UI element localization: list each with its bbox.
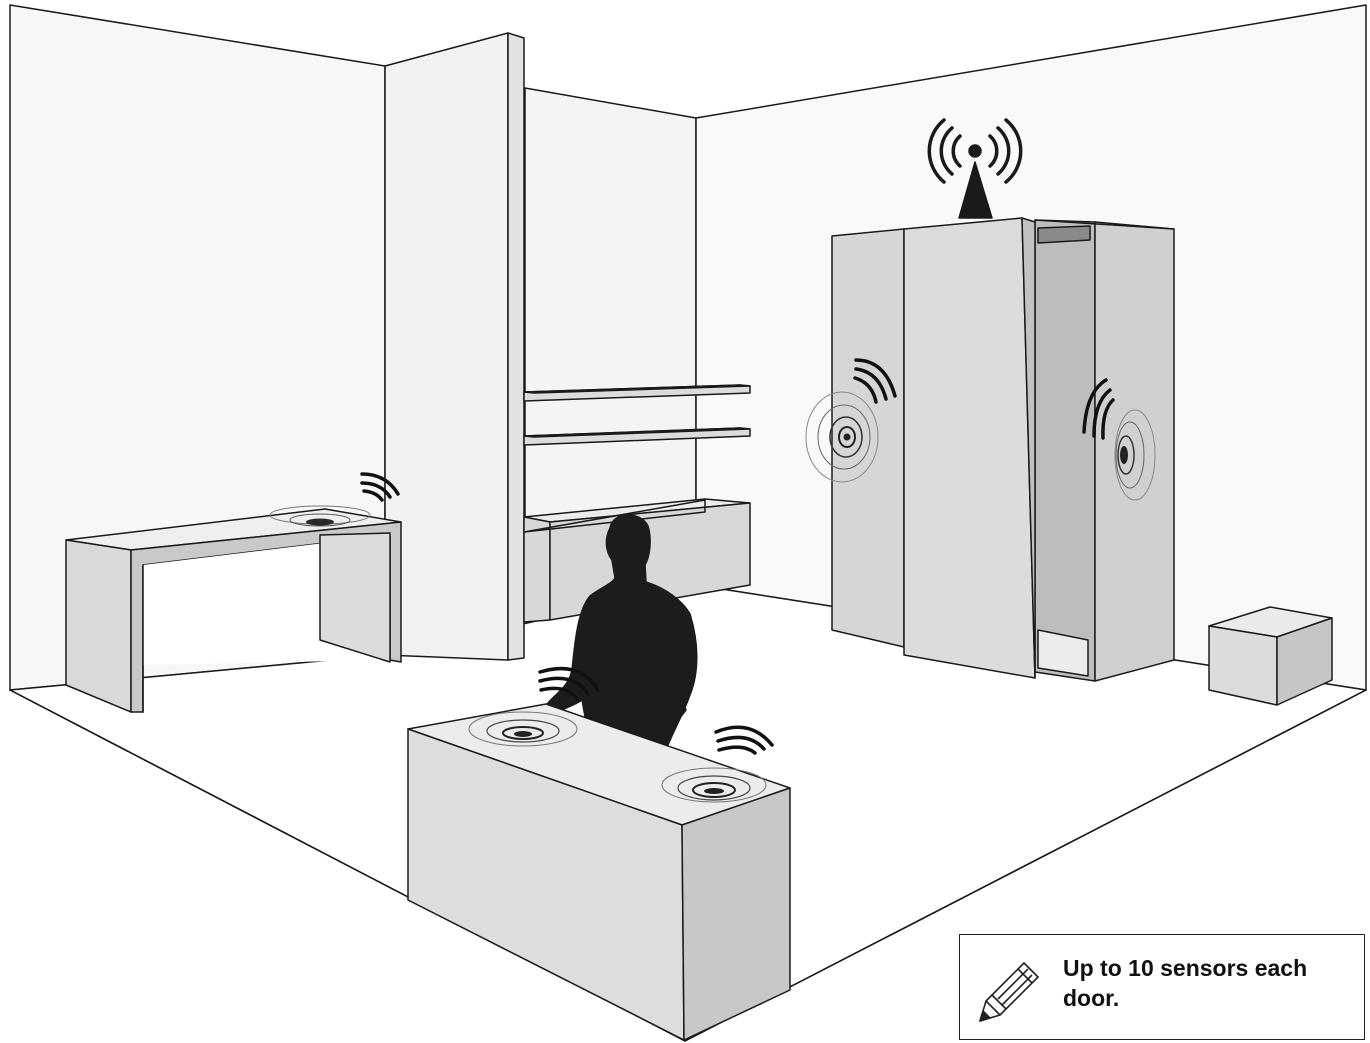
pencil-icon [972,955,1052,1027]
partition-wall [385,33,524,660]
note-box: Up to 10 sensors each door. [959,934,1365,1040]
note-text: Up to 10 sensors each door. [1063,953,1353,1013]
